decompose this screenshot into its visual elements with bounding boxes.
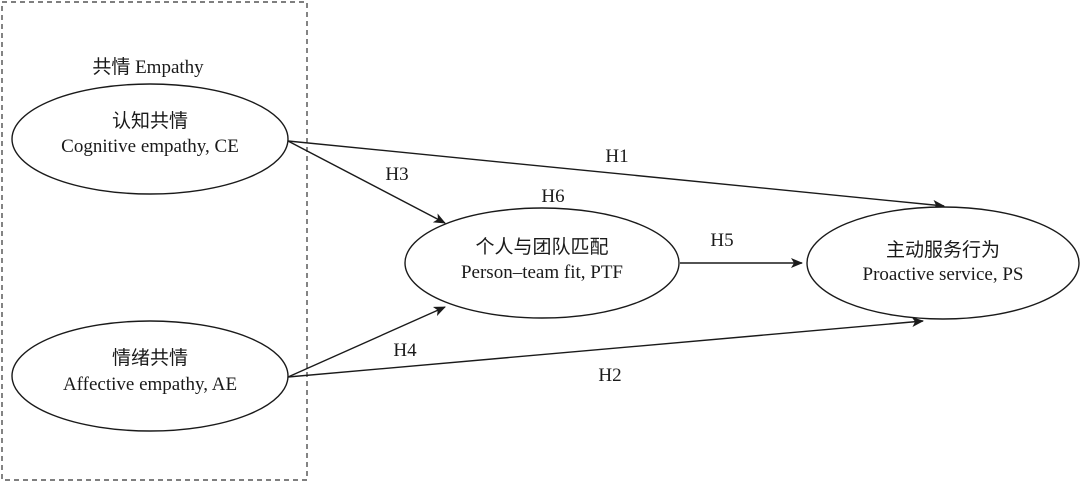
edge-label-h4: H4 bbox=[393, 340, 417, 361]
edge-label-h2: H2 bbox=[598, 365, 621, 386]
node-person-team-fit-shape bbox=[404, 207, 680, 319]
edge-label-h6: H6 bbox=[541, 186, 564, 207]
node-cognitive-empathy-shape bbox=[11, 83, 289, 195]
edge-h3 bbox=[287, 140, 446, 224]
node-affective-empathy-shape bbox=[11, 320, 289, 432]
empathy-group-box bbox=[1, 1, 308, 481]
edge-h4 bbox=[287, 306, 446, 378]
node-proactive-service-label-en: Proactive service, PS bbox=[863, 264, 1024, 285]
node-affective-empathy: 情绪共情 Affective empathy, AE bbox=[11, 320, 289, 432]
edge-h1 bbox=[287, 140, 945, 210]
edge-h2 bbox=[287, 316, 924, 378]
node-affective-empathy-label-en: Affective empathy, AE bbox=[63, 374, 237, 395]
node-person-team-fit-label-zh: 个人与团队匹配 bbox=[475, 236, 608, 258]
edge-label-h5: H5 bbox=[710, 230, 733, 251]
node-person-team-fit: 个人与团队匹配 Person–team fit, PTF bbox=[404, 207, 680, 319]
node-person-team-fit-label-en: Person–team fit, PTF bbox=[461, 262, 623, 283]
node-proactive-service: 主动服务行为 Proactive service, PS bbox=[806, 206, 1080, 320]
node-proactive-service-shape bbox=[806, 206, 1080, 320]
node-proactive-service-label-zh: 主动服务行为 bbox=[886, 239, 1000, 261]
node-cognitive-empathy-label-zh: 认知共情 bbox=[112, 110, 188, 132]
node-cognitive-empathy: 认知共情 Cognitive empathy, CE bbox=[11, 83, 289, 195]
node-cognitive-empathy-label-en: Cognitive empathy, CE bbox=[61, 136, 239, 157]
edge-label-h1: H1 bbox=[605, 146, 628, 167]
node-affective-empathy-label-zh: 情绪共情 bbox=[112, 347, 188, 369]
edge-label-h3: H3 bbox=[385, 164, 408, 185]
empathy-group-label: 共情 Empathy bbox=[92, 56, 204, 78]
